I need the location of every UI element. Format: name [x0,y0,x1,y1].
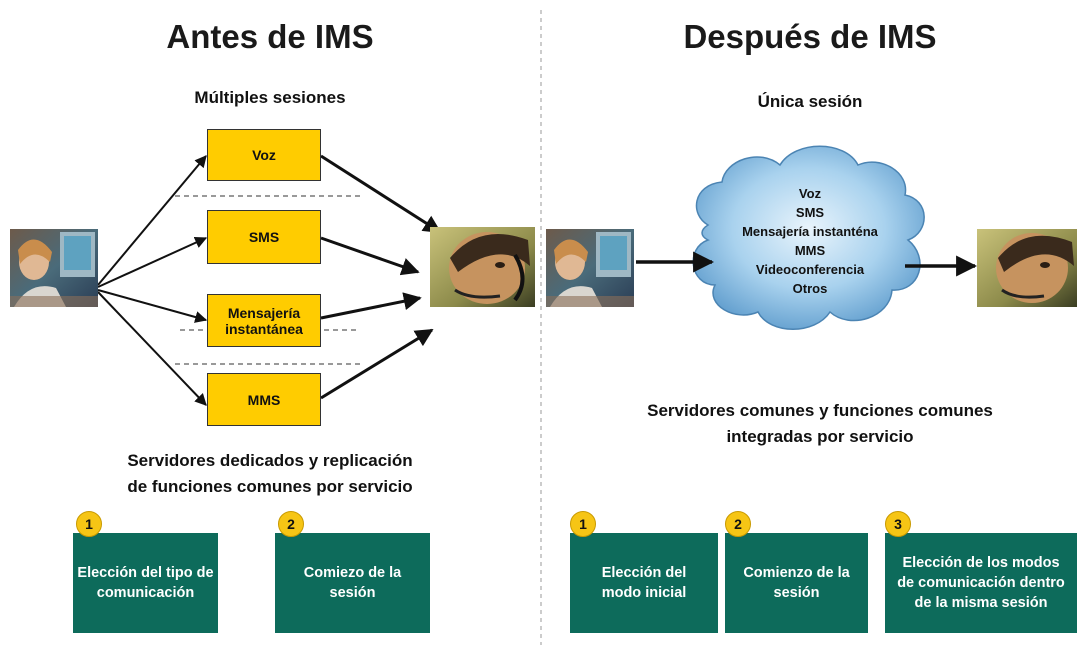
service-label: Mensajería instantánea [225,304,303,337]
woman-user-photo [10,229,98,307]
left-caption-line1: Servidores dedicados y replicación [127,451,413,470]
woman-user-photo [546,229,634,307]
step-box: Elección del modo inicial [570,533,718,633]
right-caption-line1: Servidores comunes y funciones comunes [647,401,993,420]
right-subtitle: Única sesión [757,92,863,111]
step-box: Comiezo de la sesión [275,533,430,633]
service-label: Voz [252,147,276,163]
step-badge: 3 [885,511,911,537]
cloud-service-list: Voz SMS Mensajería instanténa MMS Videoc… [720,184,900,298]
step-badge: 1 [76,511,102,537]
step-badge: 2 [725,511,751,537]
right-title: Después de IMS [683,18,937,55]
service-label: MMS [247,391,281,408]
cloud-item: Videoconferencia [755,262,865,277]
service-box-sms: SMS [207,210,321,264]
cloud-item: Voz [798,186,822,201]
man-headset-photo [977,229,1077,307]
cloud-item: SMS [795,205,825,220]
step-text: Elección de los modos de comunicación de… [897,555,1065,611]
step-text: Elección del modo inicial [601,565,687,601]
cloud-item: Mensajería instanténa [742,224,878,239]
left-title: Antes de IMS [166,18,374,55]
cloud-item: Otros [792,281,828,296]
left-caption: Servidores dedicados y replicación de fu… [60,448,480,500]
step-text: Elección del tipo de comunicación [77,565,214,601]
step-badge: 1 [570,511,596,537]
service-box-mensajeria: Mensajería instantánea [207,294,321,347]
step-text: Comiezo de la sesión [303,565,402,601]
step-box: Comienzo de la sesión [725,533,868,633]
right-caption: Servidores comunes y funciones comunes i… [580,398,1060,450]
step-box: Elección de los modos de comunicación de… [885,533,1077,633]
cloud-icon [692,145,925,330]
cloud-item: MMS [794,243,826,258]
service-box-voz: Voz [207,129,321,181]
fan-out-arrows [97,155,208,406]
step-text: Comienzo de la sesión [743,565,850,601]
step-box: Elección del tipo de comunicación [73,533,218,633]
service-label: SMS [248,229,280,245]
man-headset-photo [430,227,535,307]
right-caption-line2: integradas por servicio [726,427,914,446]
service-box-mms: MMS [207,373,321,426]
fan-in-arrows [320,154,442,400]
left-subtitle: Múltiples sesiones [194,88,346,107]
step-badge: 2 [278,511,304,537]
left-caption-line2: de funciones comunes por servicio [127,477,413,496]
